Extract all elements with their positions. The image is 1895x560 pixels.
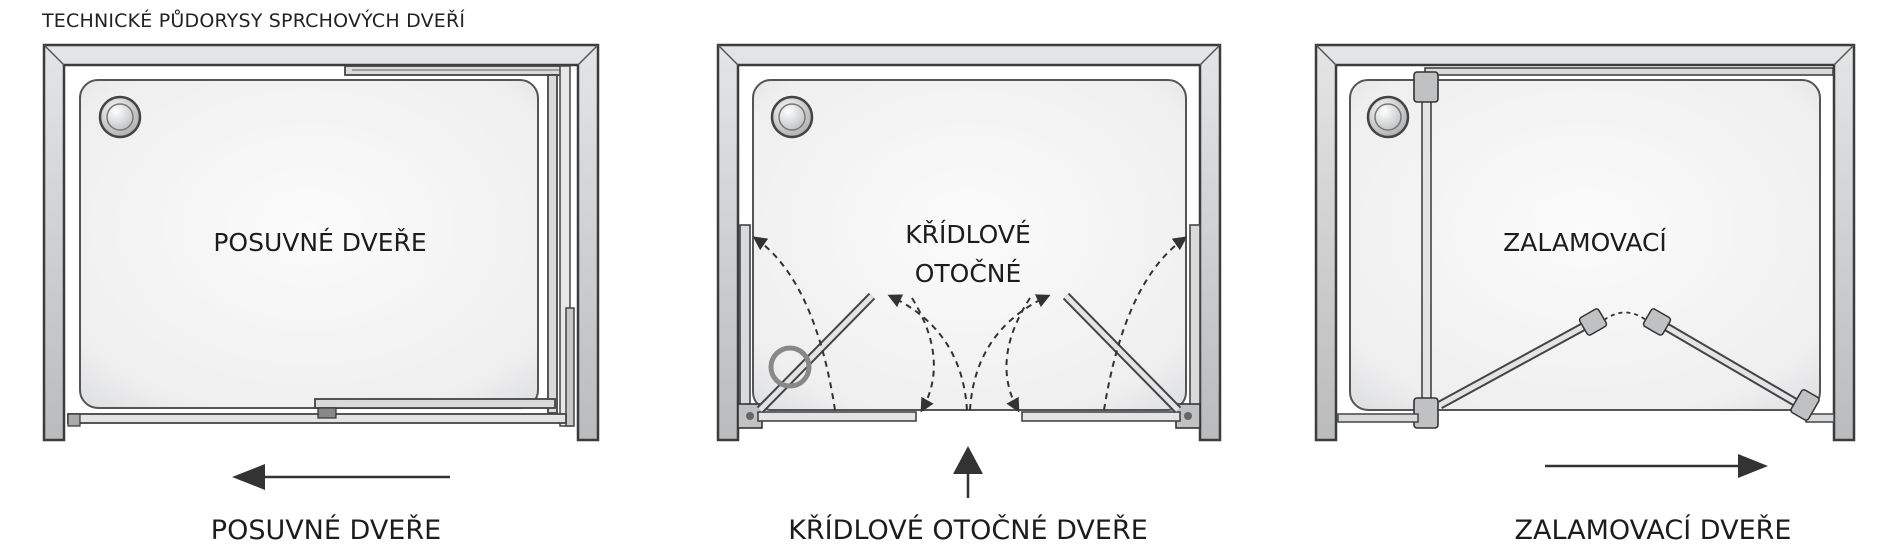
- right-rail: [547, 74, 558, 414]
- inner-label-sliding: POSUVNÉ DVEŘE: [213, 228, 426, 257]
- panel-sliding: POSUVNÉ DVEŘE POSUVNÉ DVEŘE: [42, 43, 600, 546]
- inner-label-hinged-line1: KŘÍDLOVÉ: [905, 220, 1031, 249]
- drain-icon: [770, 95, 814, 139]
- arrow-left-icon: [232, 464, 450, 490]
- door-handle: [768, 345, 812, 389]
- caption-folding: ZALAMOVACÍ DVEŘE: [1515, 514, 1792, 546]
- inner-label-folding: ZALAMOVACÍ: [1503, 228, 1667, 257]
- arrow-up-icon: [953, 446, 983, 498]
- door-handle: [317, 407, 337, 419]
- caption-hinged: KŘÍDLOVÉ OTOČNÉ DVEŘE: [788, 514, 1148, 546]
- sliding-glass-outer: [67, 413, 567, 424]
- hinge-top: [1413, 71, 1439, 103]
- drain-icon: [1366, 95, 1410, 139]
- page-title: TECHNICKÉ PŮDORYSY SPRCHOVÝCH DVEŘÍ: [42, 10, 466, 32]
- shower-tray: [79, 79, 539, 409]
- door-right-closed: [1021, 411, 1181, 422]
- fixed-side-panel: [1421, 74, 1432, 406]
- arrow-right-icon: [1545, 454, 1768, 478]
- hinge-bottom: [1413, 397, 1439, 429]
- caption-sliding: POSUVNÉ DVEŘE: [211, 514, 441, 546]
- door-left-closed: [757, 411, 917, 422]
- sliding-glass-inner: [314, 398, 556, 409]
- shower-tray: [1349, 79, 1821, 411]
- swing-arcs: [752, 236, 1188, 413]
- inner-label-hinged-line2: OTOČNÉ: [915, 258, 1022, 288]
- panel-hinged: KŘÍDLOVÉ OTOČNÉ KŘÍDLOVÉ OTOČNÉ DVEŘE: [716, 43, 1222, 546]
- top-rail: [1424, 67, 1834, 76]
- panel-folding: ZALAMOVACÍ ZALAMOVACÍ DVEŘE: [1314, 43, 1856, 546]
- drain-icon: [98, 95, 142, 139]
